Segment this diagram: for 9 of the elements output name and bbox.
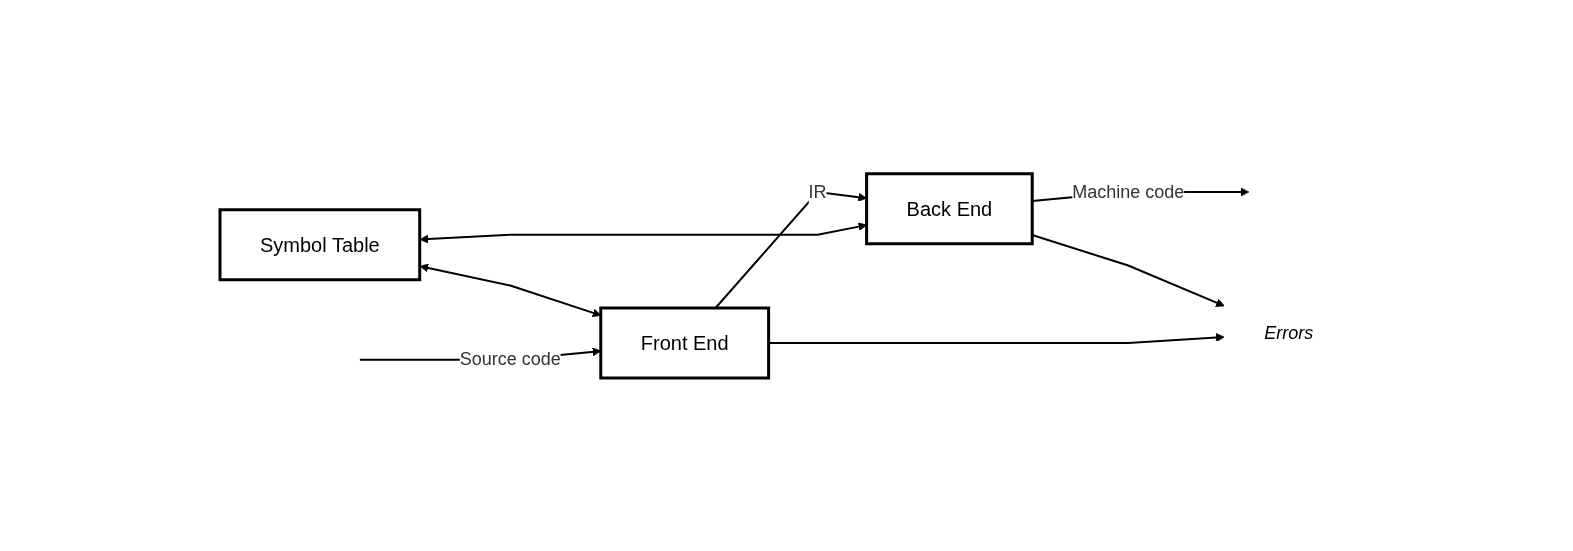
edge-label: IR (808, 181, 827, 202)
arrow (419, 263, 601, 317)
node-box: Front End (599, 306, 770, 380)
node-box: Symbol Table (218, 207, 422, 281)
arrow (419, 221, 867, 244)
edge-label: Machine code (1072, 181, 1185, 202)
node-text: Errors (1264, 322, 1314, 343)
node-box: Back End (864, 171, 1034, 245)
edge-label: Source code (459, 348, 561, 369)
